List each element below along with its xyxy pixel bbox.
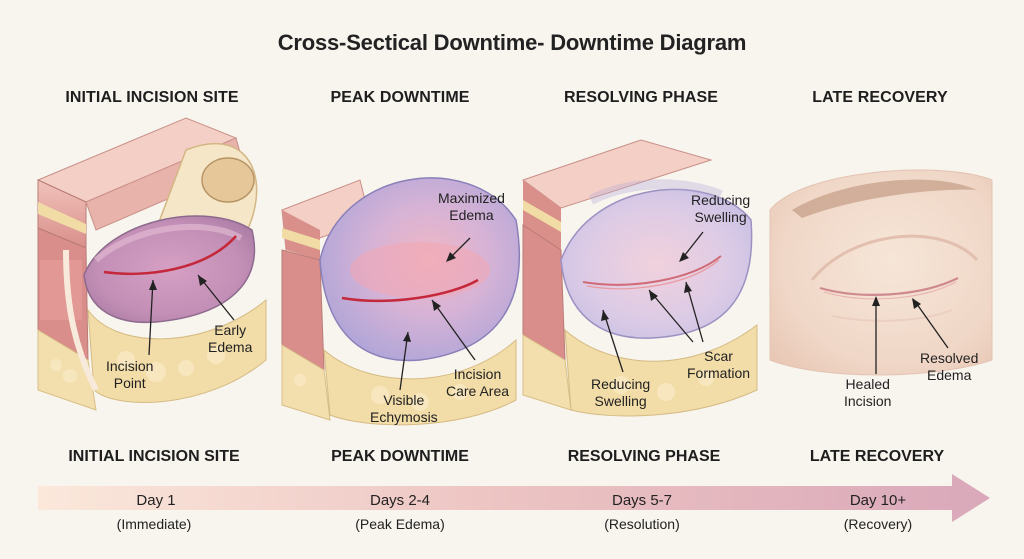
timeline-day-10: Day 10+ <box>849 492 907 509</box>
panel-initial-incision: Incision Point Early Edema <box>36 110 276 430</box>
timeline-day-5-7: Days 5-7 <box>611 492 673 509</box>
late-recovery-illustration <box>769 169 993 376</box>
label-resolved-edema: Resolved Edema <box>920 350 978 384</box>
panel-resolving-phase: Reducing Swelling Reducing Swelling Scar… <box>521 110 761 430</box>
label-reducing-swelling-lower-text: Reducing Swelling <box>591 376 651 409</box>
label-healed-incision-text: Healed Incision <box>844 376 892 409</box>
phase-footer-resolving: RESOLVING PHASE <box>567 448 721 465</box>
phase-heading-late: LATE RECOVERY <box>812 89 948 106</box>
label-early-edema-text: Early Edema <box>208 322 253 355</box>
label-reducing-swelling-upper: Reducing Swelling <box>691 192 750 226</box>
panel-peak-downtime: Maximized Edema Visible Echymosis Incisi… <box>280 110 520 430</box>
label-visible-echymosis: Visible Echymosis <box>370 392 438 426</box>
label-maximized-edema: Maximized Edema <box>438 190 505 224</box>
label-reducing-swelling-lower: Reducing Swelling <box>591 376 650 410</box>
label-incision-care-area-text: Incision Care Area <box>446 366 510 399</box>
label-visible-echymosis-text: Visible Echymosis <box>370 392 438 425</box>
resolving-phase-illustration <box>521 139 758 417</box>
phase-heading-initial: INITIAL INCISION SITE <box>65 89 239 106</box>
timeline-day-2-4: Days 2-4 <box>369 492 431 509</box>
label-maximized-edema-text: Maximized Edema <box>438 190 505 223</box>
label-healed-incision: Healed Incision <box>844 376 891 410</box>
timeline-detail-recovery: (Recovery) <box>843 516 913 532</box>
peak-downtime-illustration <box>281 177 520 426</box>
phase-footer-initial: INITIAL INCISION SITE <box>68 448 240 465</box>
initial-incision-illustration <box>36 117 267 411</box>
phase-footer-late: LATE RECOVERY <box>809 448 945 465</box>
label-scar-formation: Scar Formation <box>687 348 750 382</box>
diagram-title: Cross-Sectical Downtime- Downtime Diagra… <box>277 30 747 55</box>
timeline-arrow <box>0 470 1024 550</box>
phase-heading-resolving: RESOLVING PHASE <box>563 89 719 106</box>
panel-late-recovery: Healed Incision Resolved Edema <box>762 110 1002 430</box>
phase-footer-peak: PEAK DOWNTIME <box>331 448 469 465</box>
timeline-day-1: Day 1 <box>136 492 176 509</box>
label-scar-formation-text: Scar Formation <box>687 348 751 381</box>
label-resolved-edema-text: Resolved Edema <box>920 350 979 383</box>
timeline-detail-immediate: (Immediate) <box>116 516 192 532</box>
label-incision-point-text: Incision Point <box>106 358 154 391</box>
label-incision-care-area: Incision Care Area <box>446 366 509 400</box>
timeline-detail-peak-edema: (Peak Edema) <box>355 516 445 532</box>
label-incision-point: Incision Point <box>106 358 153 392</box>
phase-heading-peak: PEAK DOWNTIME <box>330 89 470 106</box>
timeline-arrow-shape <box>38 474 990 522</box>
timeline-detail-resolution: (Resolution) <box>604 516 680 532</box>
label-early-edema: Early Edema <box>208 322 252 356</box>
label-reducing-swelling-upper-text: Reducing Swelling <box>691 192 751 225</box>
